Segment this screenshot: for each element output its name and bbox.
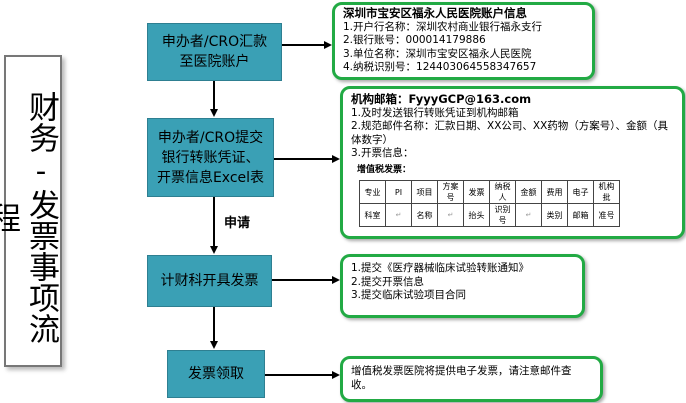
apply-label: 申请 bbox=[224, 216, 251, 231]
vat-cell: 纳税人 bbox=[489, 180, 516, 204]
email-line-1: 1.及时发送银行转账凭证到机构邮箱 bbox=[351, 106, 519, 119]
page-title: 财务-发票事项流程 bbox=[0, 90, 59, 344]
arrowhead-2-3 bbox=[210, 246, 218, 254]
arrowhead-3-4 bbox=[210, 341, 218, 349]
vat-cell: 准号 bbox=[593, 203, 620, 227]
email-line-3: 3.开票信息： bbox=[351, 147, 414, 159]
vat-title: 增值税发票： bbox=[357, 164, 412, 175]
connector-step1-info bbox=[282, 44, 324, 46]
account-line-tax-id: 4.纳税识别号：124403064558347657 bbox=[343, 61, 537, 73]
vat-cell: 类别 bbox=[541, 203, 568, 227]
vat-cell: 发票 bbox=[463, 180, 490, 204]
vat-cell: 抬头 bbox=[463, 203, 490, 227]
email-info-box: 机构邮箱：FyyyGCP@163.com 1.及时发送银行转账凭证到机构邮箱 2… bbox=[340, 86, 685, 239]
submit-line-3: 3.提交临床试验项目合同 bbox=[351, 289, 467, 301]
email-line-2: 2.规范邮件名称：汇款日期、XX公司、XX药物（方案号）、金额（具体数字） bbox=[351, 120, 669, 146]
title-box: 财务-发票事项流程 bbox=[0, 55, 62, 367]
vat-row-2: 科室 ↵ 名称 ↵ 抬头 识别号 ↵ 类别 邮箱 准号 bbox=[359, 203, 620, 227]
connector-2-3 bbox=[213, 197, 215, 246]
pickup-info-box: 增值税发票医院将提供电子发票，请注意邮件查收。 bbox=[340, 356, 603, 402]
submit-line-2: 2.提交开票信息 bbox=[351, 275, 425, 288]
step-issue-invoice: 计财科开具发票 bbox=[147, 255, 272, 307]
account-line-number: 2.银行账号：000014179886 bbox=[343, 34, 486, 46]
vat-cell: 金额 bbox=[515, 180, 542, 204]
submit-line-1: 1.提交《医疗器械临床试验转账通知》 bbox=[351, 262, 530, 274]
step-remit-payment: 申办者/CRO汇款 至医院账户 bbox=[147, 23, 282, 81]
arrowhead-step3-info bbox=[332, 276, 340, 284]
pickup-text: 增值税发票医院将提供电子发票，请注意邮件查收。 bbox=[351, 365, 572, 391]
vat-cell: 识别号 bbox=[489, 203, 516, 227]
arrowhead-step4-info bbox=[332, 371, 340, 379]
connector-3-4 bbox=[213, 307, 215, 341]
account-line-bank: 1.开户行名称：深圳农村商业银行福永支行 bbox=[343, 20, 543, 33]
account-line-unit: 3.单位名称：深圳市宝安区福永人民医院 bbox=[343, 47, 532, 60]
account-info-heading: 深圳市宝安区福永人民医院账户信息 bbox=[343, 6, 527, 20]
vat-cell: ↵ bbox=[515, 203, 542, 227]
vat-cell: 邮箱 bbox=[567, 203, 594, 227]
cell-mark: ↵ bbox=[447, 211, 454, 219]
vat-cell: 费用 bbox=[541, 180, 568, 204]
cell-mark: ↵ bbox=[395, 211, 402, 219]
vat-cell: 方案号 bbox=[437, 180, 464, 204]
connector-1-2 bbox=[213, 81, 215, 109]
cell-mark: ↵ bbox=[525, 211, 532, 219]
vat-cell: 电子 bbox=[567, 180, 594, 204]
step-collect-invoice: 发票领取 bbox=[167, 350, 265, 398]
vat-cell: ↵ bbox=[437, 203, 464, 227]
account-info-box: 深圳市宝安区福永人民医院账户信息 1.开户行名称：深圳农村商业银行福永支行 2.… bbox=[332, 2, 595, 80]
email-heading: 机构邮箱：FyyyGCP@163.com bbox=[351, 92, 532, 106]
vat-cell: ↵ bbox=[385, 203, 412, 227]
vat-cell: 名称 bbox=[411, 203, 438, 227]
step-submit-voucher: 申办者/CRO提交 银行转账凭证、 开票信息Excel表 bbox=[147, 118, 274, 197]
vat-cell: PI bbox=[385, 180, 412, 204]
vat-cell: 项目 bbox=[411, 180, 438, 204]
vat-cell: 科室 bbox=[359, 203, 386, 227]
arrowhead-step1-info bbox=[324, 41, 332, 49]
arrowhead-1-2 bbox=[210, 109, 218, 117]
submit-info-box: 1.提交《医疗器械临床试验转账通知》 2.提交开票信息 3.提交临床试验项目合同 bbox=[340, 254, 585, 318]
arrowhead-step2-info bbox=[332, 155, 340, 163]
connector-step4-info bbox=[265, 374, 332, 376]
connector-step3-info bbox=[272, 279, 332, 281]
vat-row-1: 专业 PI 项目 方案号 发票 纳税人 金额 费用 电子 机构批 bbox=[359, 180, 620, 204]
vat-table: 专业 PI 项目 方案号 发票 纳税人 金额 费用 电子 机构批 科室 ↵ 名称… bbox=[359, 180, 620, 227]
vat-cell: 专业 bbox=[359, 180, 386, 204]
connector-step2-info bbox=[274, 158, 332, 160]
vat-cell: 机构批 bbox=[593, 180, 620, 204]
